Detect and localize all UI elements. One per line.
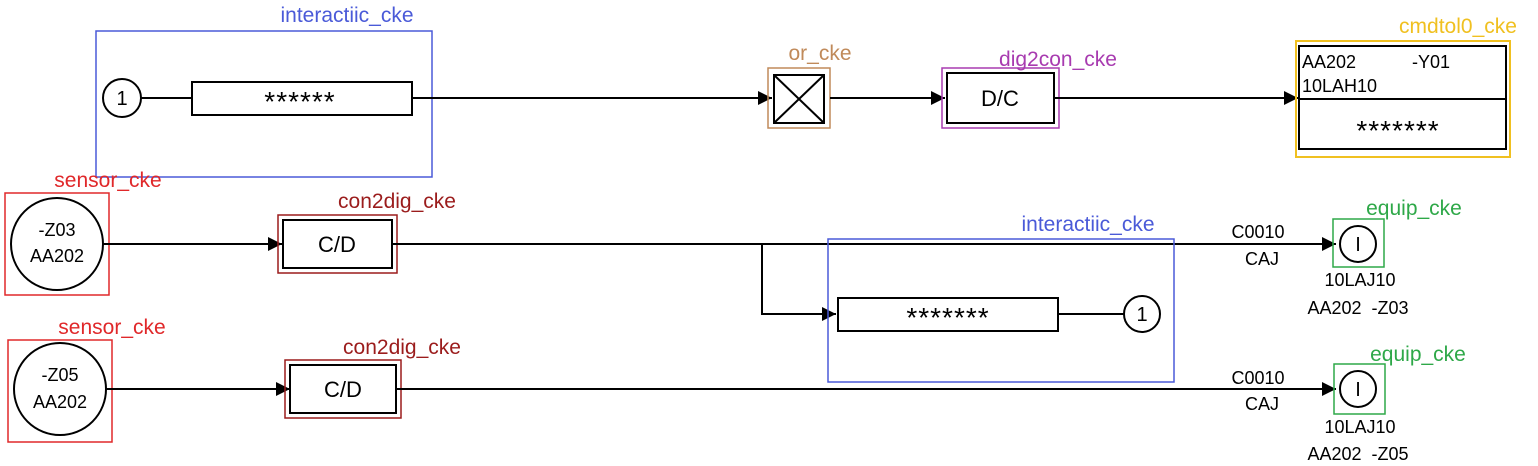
interaction-mid-label: interactiic_cke bbox=[1021, 213, 1154, 236]
equip1-label: equip_cke bbox=[1366, 197, 1462, 220]
equip-circle bbox=[1339, 225, 1377, 263]
equip1-id1: 10LAJ10 bbox=[1324, 270, 1395, 290]
interaction-frame bbox=[95, 30, 433, 178]
interaction-frame bbox=[827, 238, 1175, 383]
equip-frame bbox=[1332, 218, 1385, 268]
equip-block-1[interactable]: C0010 CAJ equip_cke I 10LAJ10 AA202 -Z03 bbox=[1231, 197, 1461, 318]
equip-circle bbox=[1339, 370, 1377, 408]
sensor1-line1: -Z03 bbox=[38, 220, 75, 240]
connector-number: 1 bbox=[1136, 304, 1147, 326]
equip2-signal-top: C0010 bbox=[1231, 368, 1284, 388]
equip2-symbol: I bbox=[1355, 379, 1361, 401]
interaction-block-mid[interactable]: interactiic_cke ******* 1 bbox=[827, 213, 1175, 383]
equip1-symbol: I bbox=[1355, 234, 1361, 256]
value-box[interactable] bbox=[191, 81, 413, 116]
sensor2-line1: -Z05 bbox=[41, 365, 78, 385]
con2dig-block-1[interactable]: con2dig_cke C/D bbox=[277, 190, 456, 274]
sensor-block-1[interactable]: sensor_cke -Z03 AA202 bbox=[4, 169, 162, 296]
sensor-frame bbox=[7, 339, 113, 443]
dig2con-label: dig2con_cke bbox=[999, 48, 1117, 71]
value-text: ****** bbox=[264, 86, 335, 117]
cmd-label: cmdtol0_cke bbox=[1399, 15, 1517, 38]
interaction-top-label: interactiic_cke bbox=[280, 4, 413, 27]
connector-circle[interactable] bbox=[1123, 295, 1161, 333]
con2dig-box bbox=[282, 219, 393, 269]
cmd-value: ******* bbox=[1356, 115, 1439, 146]
equip2-signal-bottom: CAJ bbox=[1245, 394, 1279, 414]
dig2con-box bbox=[946, 72, 1055, 124]
equip2-id1: 10LAJ10 bbox=[1324, 417, 1395, 437]
dig2con-text: D/C bbox=[981, 86, 1019, 111]
sensor2-label: sensor_cke bbox=[58, 316, 165, 339]
sensor-block-2[interactable]: sensor_cke -Z05 AA202 bbox=[7, 316, 166, 443]
con2dig1-text: C/D bbox=[318, 232, 356, 257]
connector-number: 1 bbox=[116, 88, 127, 110]
sensor-circle bbox=[13, 342, 107, 436]
equip1-signal-top: C0010 bbox=[1231, 222, 1284, 242]
con2dig-box bbox=[289, 364, 397, 414]
con2dig2-label: con2dig_cke bbox=[343, 336, 461, 359]
equip-block-2[interactable]: C0010 CAJ equip_cke I 10LAJ10 AA202 -Z05 bbox=[1231, 343, 1465, 464]
sensor-circle bbox=[10, 197, 104, 291]
or-cross bbox=[773, 74, 825, 124]
con2dig-block-2[interactable]: con2dig_cke C/D bbox=[284, 336, 461, 419]
value-text: ******* bbox=[906, 302, 989, 333]
equip2-label: equip_cke bbox=[1370, 343, 1466, 366]
equip1-id2: AA202 -Z03 bbox=[1307, 298, 1408, 318]
or-label: or_cke bbox=[788, 42, 851, 65]
cmd-line2: 10LAH10 bbox=[1302, 76, 1377, 96]
equip2-id2: AA202 -Z05 bbox=[1307, 444, 1408, 464]
con2dig2-text: C/D bbox=[324, 377, 362, 402]
sensor1-label: sensor_cke bbox=[54, 169, 161, 192]
cmd-block[interactable]: cmdtol0_cke AA202 -Y01 10LAH10 ******* bbox=[1295, 15, 1517, 158]
dig2con-block[interactable]: dig2con_cke D/C bbox=[941, 48, 1117, 129]
cmd-frame bbox=[1295, 40, 1511, 158]
value-box[interactable] bbox=[837, 297, 1059, 332]
sensor2-line2: AA202 bbox=[33, 392, 87, 412]
cmd-line1-right: -Y01 bbox=[1412, 52, 1450, 72]
cmd-box bbox=[1298, 45, 1507, 150]
equip1-signal-bottom: CAJ bbox=[1245, 249, 1279, 269]
or-block[interactable]: or_cke bbox=[767, 42, 852, 129]
branch-line bbox=[761, 244, 836, 321]
interaction-block-top[interactable]: interactiic_cke 1 ****** bbox=[95, 4, 433, 178]
cmd-line1-left: AA202 bbox=[1302, 52, 1356, 72]
equip-frame bbox=[1333, 363, 1386, 415]
con2dig1-label: con2dig_cke bbox=[338, 190, 456, 213]
sensor1-line2: AA202 bbox=[30, 246, 84, 266]
